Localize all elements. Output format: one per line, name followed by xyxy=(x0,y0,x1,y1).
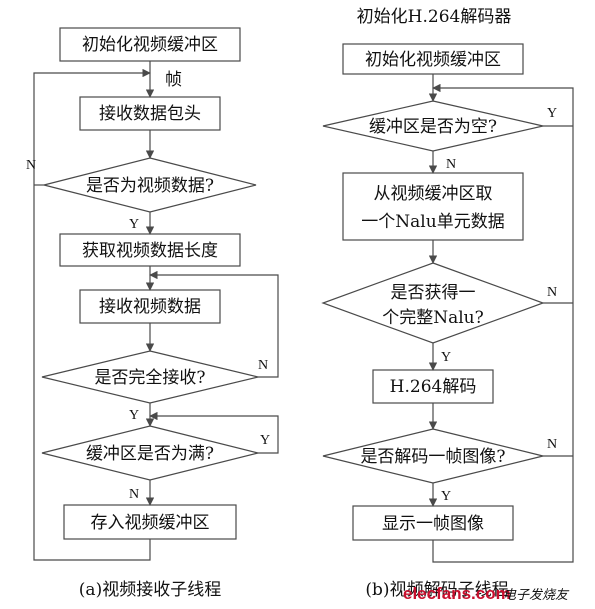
right-take-line1: 从视频缓冲区取 xyxy=(374,184,493,204)
left-store-box xyxy=(63,504,237,540)
left-label-n-video: N xyxy=(26,158,36,173)
left-init-box xyxy=(59,27,241,62)
right-take-line2: 一个Nalu单元数据 xyxy=(361,212,504,232)
right-loop-display-back xyxy=(432,83,574,563)
right-label-y-got: Y xyxy=(441,350,451,365)
left-recv-header-text: 接收数据包头 xyxy=(99,104,201,124)
right-got-line1: 是否获得一 xyxy=(391,283,476,303)
left-loop-buffer-full xyxy=(149,411,279,454)
left-label-y-full: Y xyxy=(260,433,270,448)
left-recv-complete-text: 是否完全接收? xyxy=(94,368,205,388)
right-label-y-empty: Y xyxy=(547,106,557,121)
right-decoded-text: 是否解码一帧图像? xyxy=(360,447,505,467)
right-buffer-empty-text: 缓冲区是否为空? xyxy=(369,117,497,137)
left-recv-header-box xyxy=(79,96,221,131)
left-caption: (a)视频接收子线程 xyxy=(79,580,221,600)
right-got-line2: 个完整Nalu? xyxy=(382,308,484,328)
left-label-y-video: Y xyxy=(129,217,139,232)
right-take-box xyxy=(342,172,524,241)
watermark-text: elecfans.com xyxy=(403,584,511,603)
left-loop-incomplete xyxy=(149,270,279,378)
left-get-length-box xyxy=(59,233,241,267)
right-label-n-got: N xyxy=(547,285,557,300)
left-flowchart: 初始化视频缓冲区 帧 接收数据包头 是否为视频数据? 获取视频数据长度 接收视频… xyxy=(26,27,279,600)
left-init-text: 初始化视频缓冲区 xyxy=(82,35,218,55)
right-decode-text: H.264解码 xyxy=(390,377,477,397)
left-get-length-text: 获取视频数据长度 xyxy=(82,241,218,261)
right-got-nalu-decision xyxy=(321,262,545,344)
left-label-n-complete: N xyxy=(258,358,268,373)
watermark-logo: elecfans.com 电子发烧友 xyxy=(403,584,570,603)
left-loop-outer xyxy=(33,68,151,561)
left-store-text: 存入视频缓冲区 xyxy=(91,513,210,533)
watermark-cn: 电子发烧友 xyxy=(503,588,570,603)
left-label-n-full: N xyxy=(129,487,139,502)
right-caption: (b)视频解码子线程 xyxy=(365,580,508,600)
left-is-video-text: 是否为视频数据? xyxy=(86,176,214,196)
right-label-n-decoded: N xyxy=(547,437,557,452)
right-label-y-decoded: Y xyxy=(441,489,451,504)
right-flowchart: 初始化H.264解码器 初始化视频缓冲区 缓冲区是否为空? 从视频缓冲区取 一个… xyxy=(321,7,574,600)
left-frame-label: 帧 xyxy=(165,70,182,90)
left-buffer-full-text: 缓冲区是否为满? xyxy=(86,444,214,464)
right-title: 初始化H.264解码器 xyxy=(357,7,512,27)
right-label-n-empty: N xyxy=(446,157,456,172)
left-recv-video-text: 接收视频数据 xyxy=(99,297,201,317)
right-display-text: 显示一帧图像 xyxy=(382,514,484,534)
right-init-text: 初始化视频缓冲区 xyxy=(365,50,501,70)
left-recv-video-box xyxy=(79,289,221,324)
left-label-y-complete: Y xyxy=(129,408,139,423)
right-display-box xyxy=(352,505,514,541)
